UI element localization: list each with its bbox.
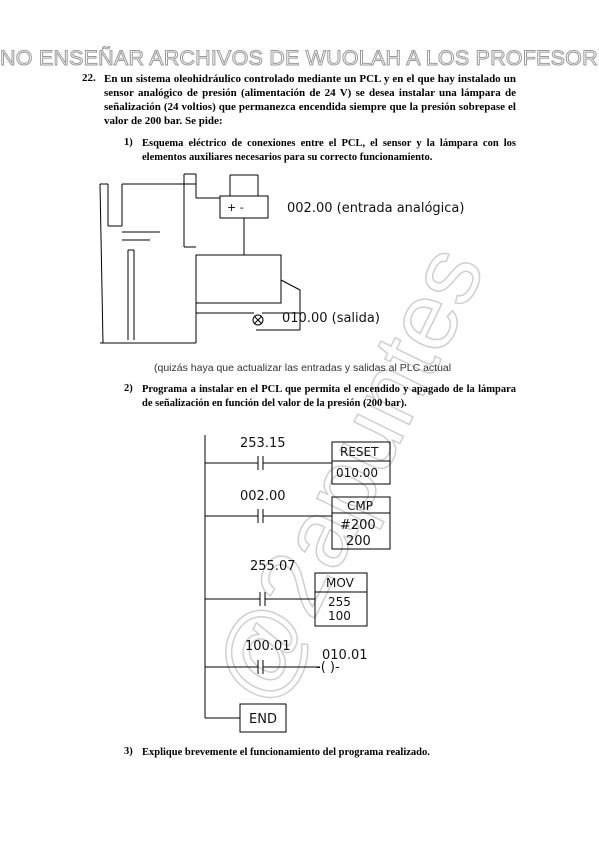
item-1-text: Esquema eléctrico de conexiones entre el…: [142, 138, 516, 163]
rung-1-operand: 010.00: [336, 466, 378, 480]
rung-4-contact: 100.01: [245, 639, 291, 654]
rung-2-contact: 002.00: [240, 489, 286, 504]
item-3-text: Explique brevemente el funcionamiento de…: [142, 747, 430, 758]
analog-input-label: 002.00 (entrada analógica): [287, 201, 464, 216]
rung-2-operand-2: 200: [346, 534, 371, 549]
rung-4-coil-address: 010.01: [322, 648, 368, 663]
rung-4-coil-symbol: -( )-: [316, 660, 340, 675]
rung-2-instruction: CMP: [347, 499, 373, 513]
end-instruction: END: [249, 712, 277, 727]
rung-1-contact: 253.15: [240, 436, 286, 451]
rung-2-operand-1: #200: [340, 518, 376, 533]
question-number: 22.: [82, 72, 96, 84]
rung-3-instruction: MOV: [326, 576, 355, 590]
rung-1-instruction: RESET: [340, 445, 379, 459]
rung-3-contact: 255.07: [250, 559, 296, 574]
question-text: En un sistema oleohidráulico controlado …: [104, 73, 516, 127]
rung-3-operand-1: 255: [328, 595, 351, 609]
watermark-banner: NO ENSEÑAR ARCHIVOS DE WUOLAH A LOS PROF…: [0, 46, 599, 71]
item-2-text: Programa a instalar en el PCL que permit…: [142, 384, 516, 409]
output-label: 010.00 (salida): [282, 311, 380, 326]
diagram-caption: (quizás haya que actualizar las entradas…: [154, 362, 452, 374]
item-3-number: 3): [124, 746, 133, 757]
item-1-number: 1): [124, 137, 133, 148]
item-2-number: 2): [124, 383, 133, 394]
sensor-terminals: + -: [227, 201, 244, 214]
rung-3-operand-2: 100: [328, 609, 351, 623]
